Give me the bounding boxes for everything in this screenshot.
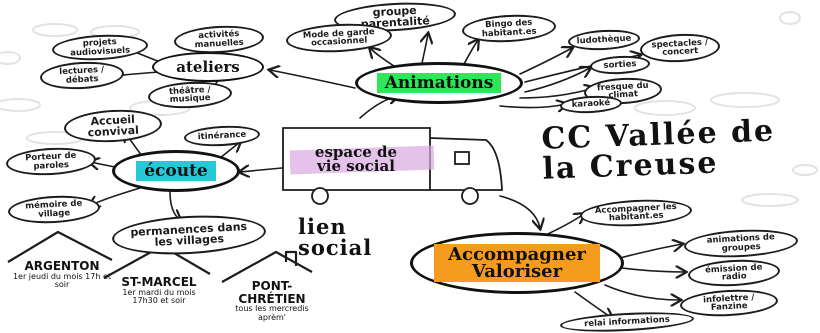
center-node: espace de vie social [286,130,435,188]
center-label: espace de vie social [314,142,398,175]
ecoute-hub: écoute [112,150,240,192]
ecoute-label: écoute [136,160,216,182]
place-name: ST-MARCEL [121,275,197,289]
place-pont-chretien: PONT-CHRÉTIEN tous les mercredis aprèm' [226,280,318,322]
place-argenton: ARGENTON 1er jeudi du mois 17h et soir [6,260,118,289]
territory-title: CC Vallée de la Creuse [540,113,776,187]
place-times: tous les mercredis aprèm' [235,304,309,322]
place-st-marcel: ST-MARCEL 1er mardi du mois 17h30 et soi… [112,276,206,305]
ateliers-hub: ateliers [152,52,264,82]
animations-label: Animations [376,72,502,94]
animations-hub: Animations [355,62,523,104]
accompagner-hub: Accompagner Valoriser [410,232,624,294]
ateliers-label: ateliers [176,57,240,76]
accompagner-label: Accompagner Valoriser [434,243,600,283]
lien-social-label: lien social [298,214,373,260]
place-name: ARGENTON [24,259,100,273]
place-name: PONT-CHRÉTIEN [238,279,306,306]
place-times: 1er jeudi du mois 17h et soir [12,271,112,289]
place-times: 1er mardi du mois 17h30 et soir [122,287,196,305]
